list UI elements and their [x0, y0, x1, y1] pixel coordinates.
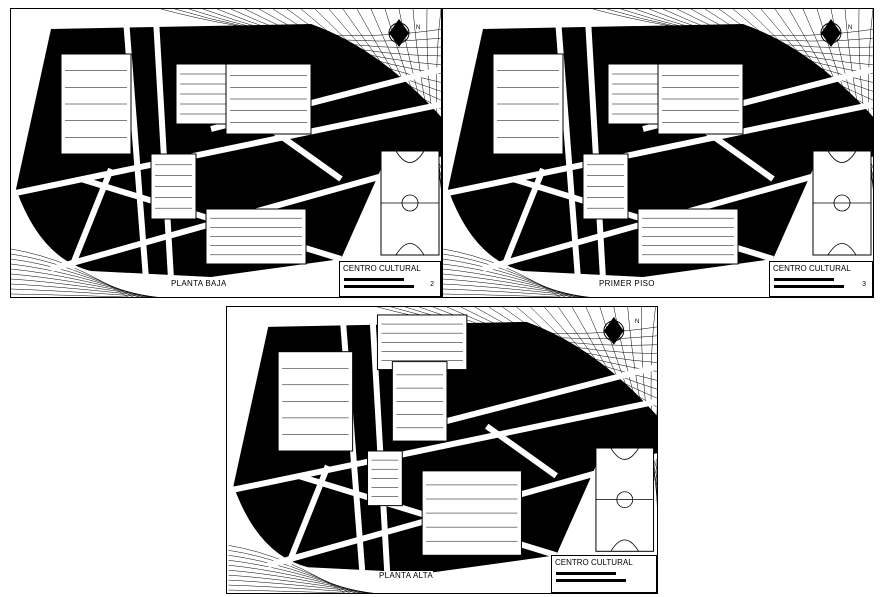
court-goal-area: [395, 150, 425, 163]
contour-line: [228, 555, 356, 593]
contour-line: [228, 579, 375, 593]
project-title: CENTRO CULTURAL: [343, 264, 421, 273]
court-goal-area: [395, 243, 425, 256]
contour-line: [443, 263, 577, 297]
sheet-number: 2: [430, 281, 434, 288]
court-goal-area: [827, 243, 857, 256]
title-bar: [556, 572, 616, 575]
site-plan-drawing: [443, 9, 875, 297]
title-block: CENTRO CULTURAL: [551, 555, 657, 593]
contour-line: [228, 550, 351, 593]
title-bar: [344, 278, 404, 281]
court-goal-area: [610, 539, 639, 552]
contour-line: [11, 293, 134, 297]
contour-line: [868, 9, 873, 191]
court-goal-area: [610, 447, 639, 460]
court-center-circle: [401, 194, 419, 212]
contour-line: [11, 288, 155, 297]
pedestrian-path: [484, 423, 558, 479]
sheet-label: PLANTA BAJA: [171, 279, 227, 288]
pedestrian-path: [285, 464, 331, 567]
contour-line: [11, 278, 157, 297]
contour-line: [443, 258, 572, 297]
contour-line: [11, 283, 158, 297]
pedestrian-path: [68, 167, 114, 271]
sheet-primer-piso: PRIMER PISO CENTRO CULTURAL 3 N: [442, 8, 874, 298]
contour-line: [228, 559, 361, 593]
contour-line: [228, 589, 350, 593]
title-block: CENTRO CULTURAL 3: [769, 261, 873, 297]
court-center-circle: [616, 491, 634, 509]
contour-line: [443, 283, 590, 297]
sheet-planta-alta: PLANTA ALTA CENTRO CULTURAL N: [226, 306, 658, 594]
north-arrow: [603, 316, 624, 345]
title-bar: [774, 285, 844, 288]
sheet-label: PRIMER PISO: [599, 279, 655, 288]
court-center-circle: [833, 194, 851, 212]
sheet-planta-baja: PLANTA BAJA CENTRO CULTURAL 2 N: [10, 8, 442, 298]
title-bar: [774, 278, 834, 281]
north-label: N: [635, 319, 640, 325]
contour-line: [443, 293, 566, 297]
contour-line: [228, 574, 373, 593]
contour-line: [650, 307, 657, 503]
sheet-number: 3: [862, 281, 866, 288]
project-title: CENTRO CULTURAL: [773, 264, 851, 273]
contour-line: [11, 253, 134, 297]
title-block: CENTRO CULTURAL 2: [339, 261, 441, 297]
contour-line: [11, 258, 140, 297]
contour-line: [655, 404, 657, 509]
court-goal-area: [827, 150, 857, 163]
contour-line: [443, 253, 566, 297]
contour-line: [874, 9, 875, 218]
contour-line: [443, 288, 587, 297]
title-bar: [344, 285, 414, 288]
pedestrian-path: [426, 363, 657, 430]
pedestrian-path: [500, 167, 546, 271]
north-label: N: [848, 25, 853, 31]
contour-line: [228, 584, 372, 593]
north-arrow: [389, 19, 409, 47]
pedestrian-path: [701, 126, 775, 182]
pedestrian-path: [269, 126, 343, 182]
project-title: CENTRO CULTURAL: [555, 558, 633, 567]
site-plan-drawing: [227, 307, 657, 593]
contour-line: [443, 278, 589, 297]
north-arrow: [821, 19, 841, 47]
contour-line: [11, 263, 145, 297]
north-label: N: [416, 25, 421, 31]
contour-line: [436, 9, 441, 191]
sheet-label: PLANTA ALTA: [379, 571, 433, 580]
title-bar: [556, 579, 626, 582]
site-plan-drawing: [11, 9, 441, 297]
